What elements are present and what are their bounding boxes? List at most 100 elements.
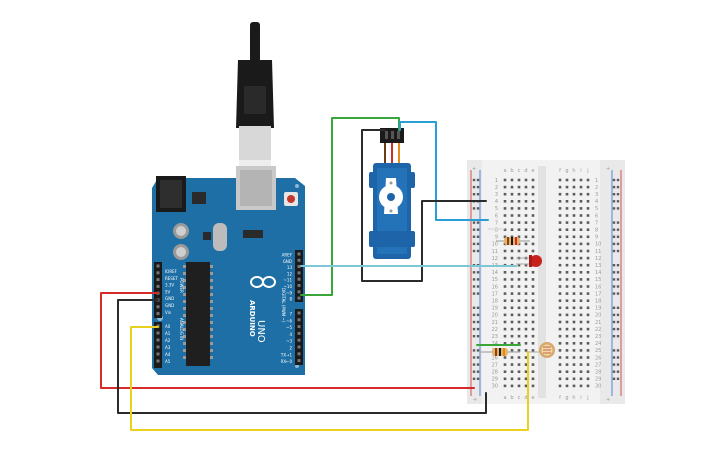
breadboard-hole[interactable] <box>531 313 535 317</box>
breadboard-hole[interactable] <box>572 192 576 196</box>
power-header[interactable] <box>154 262 162 318</box>
breadboard-hole[interactable] <box>503 356 507 359</box>
rail-hole[interactable] <box>616 235 620 238</box>
breadboard-hole[interactable] <box>517 178 521 182</box>
breadboard-hole[interactable] <box>565 377 569 381</box>
breadboard-hole[interactable] <box>503 342 507 345</box>
breadboard-hole[interactable] <box>572 320 576 324</box>
breadboard-hole[interactable] <box>503 185 507 189</box>
breadboard-hole[interactable] <box>579 292 583 295</box>
rail-hole[interactable] <box>612 249 616 253</box>
resistor-photocell[interactable] <box>480 348 520 356</box>
breadboard-hole[interactable] <box>517 363 521 366</box>
breadboard-hole[interactable] <box>558 271 562 274</box>
breadboard-hole[interactable] <box>531 349 535 352</box>
rail-hole[interactable] <box>472 356 476 359</box>
rail-hole[interactable] <box>472 271 476 274</box>
breadboard-hole[interactable] <box>565 263 569 267</box>
breadboard-hole[interactable] <box>586 235 590 239</box>
breadboard-hole[interactable] <box>579 207 583 210</box>
rail-hole[interactable] <box>616 271 620 274</box>
breadboard-hole[interactable] <box>558 334 562 338</box>
breadboard-hole[interactable] <box>572 263 576 267</box>
rail-hole[interactable] <box>472 228 476 231</box>
resistor-led[interactable] <box>496 237 530 245</box>
rail-hole[interactable] <box>612 335 616 338</box>
breadboard-hole[interactable] <box>558 306 562 310</box>
rail-hole[interactable] <box>476 178 480 182</box>
breadboard-hole[interactable] <box>524 214 528 217</box>
breadboard-hole[interactable] <box>586 334 590 338</box>
header-hole[interactable] <box>156 264 160 268</box>
breadboard-hole[interactable] <box>579 200 583 203</box>
breadboard-hole[interactable] <box>524 370 528 373</box>
breadboard-hole[interactable] <box>517 221 521 224</box>
breadboard-hole[interactable] <box>565 271 569 274</box>
rail-hole[interactable] <box>476 193 480 196</box>
rail-hole[interactable] <box>472 363 476 366</box>
breadboard-hole[interactable] <box>558 292 562 295</box>
breadboard-hole[interactable] <box>558 363 562 366</box>
rail-hole[interactable] <box>616 292 620 295</box>
breadboard-hole[interactable] <box>565 228 569 231</box>
header-hole[interactable] <box>156 359 160 363</box>
rail-hole[interactable] <box>472 320 476 324</box>
breadboard-hole[interactable] <box>579 256 583 260</box>
breadboard-hole[interactable] <box>524 249 528 253</box>
breadboard-hole[interactable] <box>565 235 569 239</box>
breadboard-hole[interactable] <box>572 306 576 310</box>
breadboard-hole[interactable] <box>558 185 562 189</box>
breadboard-hole[interactable] <box>579 327 583 331</box>
breadboard-hole[interactable] <box>517 271 521 274</box>
header-hole[interactable] <box>297 277 301 281</box>
breadboard-hole[interactable] <box>572 200 576 203</box>
breadboard-hole[interactable] <box>517 278 521 281</box>
breadboard-hole[interactable] <box>524 313 528 317</box>
header-hole[interactable] <box>297 296 301 300</box>
header-hole[interactable] <box>297 352 301 356</box>
breadboard-hole[interactable] <box>517 263 521 267</box>
breadboard-hole[interactable] <box>531 327 535 331</box>
breadboard-hole[interactable] <box>503 384 507 388</box>
analog-header[interactable] <box>154 322 162 368</box>
breadboard-hole[interactable] <box>503 271 507 274</box>
breadboard-hole[interactable] <box>565 370 569 373</box>
breadboard-hole[interactable] <box>558 349 562 352</box>
breadboard-hole[interactable] <box>503 192 507 196</box>
breadboard-hole[interactable] <box>579 320 583 324</box>
rail-hole[interactable] <box>472 178 476 182</box>
rail-hole[interactable] <box>472 370 476 373</box>
breadboard-hole[interactable] <box>572 370 576 373</box>
breadboard-hole[interactable] <box>531 228 535 231</box>
breadboard-hole[interactable] <box>517 356 521 359</box>
breadboard-hole[interactable] <box>572 228 576 231</box>
rail-hole[interactable] <box>472 327 476 331</box>
rail-hole[interactable] <box>472 242 476 246</box>
breadboard-hole[interactable] <box>558 228 562 231</box>
breadboard-hole[interactable] <box>531 356 535 359</box>
breadboard-hole[interactable] <box>503 377 507 381</box>
breadboard-hole[interactable] <box>503 200 507 203</box>
breadboard-hole[interactable] <box>579 249 583 253</box>
breadboard-hole[interactable] <box>510 221 514 224</box>
breadboard-hole[interactable] <box>579 334 583 338</box>
breadboard-hole[interactable] <box>517 384 521 388</box>
breadboard-hole[interactable] <box>586 363 590 366</box>
header-hole[interactable] <box>156 312 160 316</box>
breadboard-hole[interactable] <box>565 256 569 260</box>
breadboard-hole[interactable] <box>579 342 583 345</box>
breadboard-hole[interactable] <box>531 214 535 217</box>
breadboard-hole[interactable] <box>558 242 562 246</box>
breadboard-hole[interactable] <box>579 214 583 217</box>
breadboard-hole[interactable] <box>579 363 583 366</box>
header-hole[interactable] <box>297 331 301 335</box>
rail-hole[interactable] <box>476 313 480 317</box>
rail-hole[interactable] <box>612 377 616 380</box>
breadboard-hole[interactable] <box>586 349 590 352</box>
wire-red-5v[interactable] <box>100 292 475 389</box>
rail-hole[interactable] <box>476 370 480 373</box>
rail-hole[interactable] <box>476 363 480 366</box>
breadboard-hole[interactable] <box>510 185 514 189</box>
rail-hole[interactable] <box>476 356 480 359</box>
rail-hole[interactable] <box>612 228 616 231</box>
